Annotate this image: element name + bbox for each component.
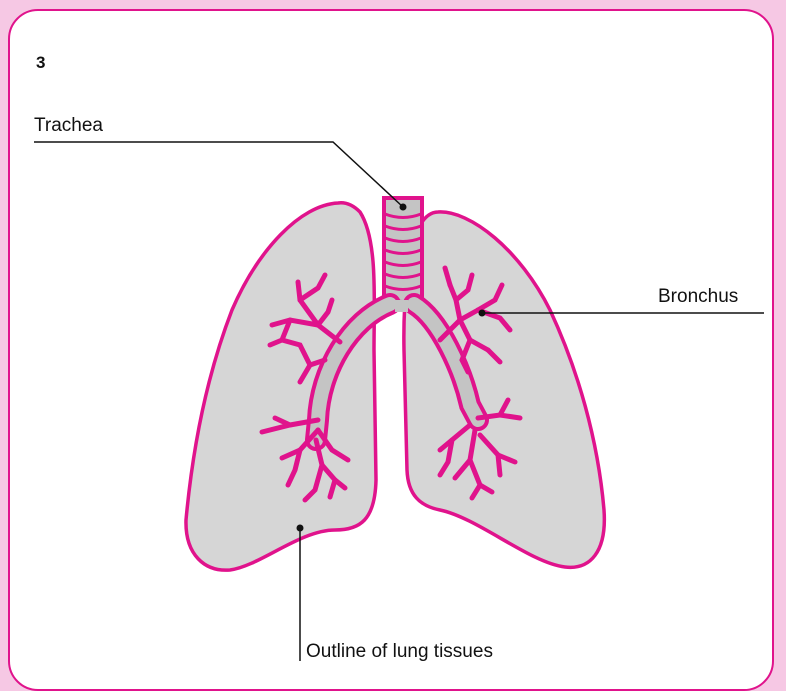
trachea-label: Trachea	[34, 115, 103, 137]
trachea-leader	[34, 142, 403, 207]
lung-outline-label: Outline of lung tissues	[306, 641, 493, 663]
outline-leader-dot	[297, 525, 304, 532]
bronchus-leader-dot	[479, 310, 486, 317]
bronchus-label: Bronchus	[658, 286, 738, 308]
trachea-leader-dot	[400, 204, 407, 211]
left-lung-outline	[186, 203, 376, 570]
right-lung-outline	[404, 212, 604, 567]
